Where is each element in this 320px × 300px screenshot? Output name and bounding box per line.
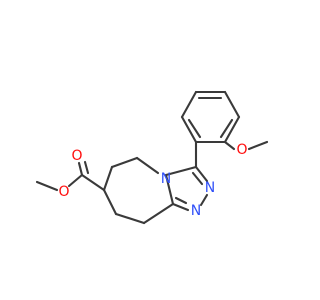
atom-label-n-bridge: N bbox=[161, 171, 171, 187]
atom-label-n-triazole-1: N bbox=[191, 203, 201, 219]
bond-phenyl-2 bbox=[180, 115, 198, 144]
triazole-ring: N N N bbox=[161, 165, 215, 219]
bond-o-methyl-ester bbox=[35, 180, 59, 192]
phenyl-ring bbox=[180, 90, 241, 144]
bond-phenyl-1 bbox=[180, 90, 198, 119]
molecule-structure: O N N N bbox=[35, 90, 269, 225]
bond-c7-c8 bbox=[102, 188, 118, 216]
bond-n1-n2 bbox=[199, 193, 209, 207]
bond-carbonyl-double-1 bbox=[77, 161, 84, 177]
bond-phenyl-4 bbox=[223, 115, 241, 144]
atom-label-o-carbonyl: O bbox=[71, 148, 82, 164]
bond-phenyl-inner-3 bbox=[219, 118, 234, 139]
bond-n4-c8a bbox=[164, 173, 175, 206]
atom-label-o-methoxy: O bbox=[236, 142, 247, 158]
bond-c8a-n1 bbox=[171, 202, 190, 212]
bond-c8a-n1-double bbox=[174, 196, 188, 205]
bond-phenyl-5 bbox=[223, 90, 241, 119]
bond-carbonyl-o-single bbox=[67, 173, 84, 188]
bond-n2-c3-double bbox=[191, 171, 204, 186]
methoxy-group: O bbox=[223, 140, 269, 158]
bond-c9-c9a bbox=[142, 202, 175, 225]
bond-c8-c9 bbox=[114, 212, 146, 225]
bond-n2-c3 bbox=[194, 165, 209, 183]
bond-c3-n4 bbox=[164, 165, 198, 177]
bond-c7-carbonyl-c bbox=[80, 173, 106, 192]
atom-label-n-triazole-2: N bbox=[205, 180, 215, 196]
atom-label-o-ester: O bbox=[58, 184, 69, 200]
bond-c5-c6 bbox=[110, 156, 139, 169]
azepane-ring bbox=[102, 156, 175, 225]
bond-c6-c7 bbox=[102, 165, 114, 192]
molecule-canvas: O N N N bbox=[35, 90, 269, 225]
bond-n4-c5 bbox=[135, 156, 160, 175]
methyl-ester-group: O O bbox=[35, 148, 106, 200]
bond-phenyl-inner-2 bbox=[187, 118, 202, 139]
bond-aryl-o-methoxy bbox=[223, 140, 236, 151]
bond-o-methyl bbox=[247, 140, 269, 151]
bond-carbonyl-double-2 bbox=[83, 160, 90, 175]
